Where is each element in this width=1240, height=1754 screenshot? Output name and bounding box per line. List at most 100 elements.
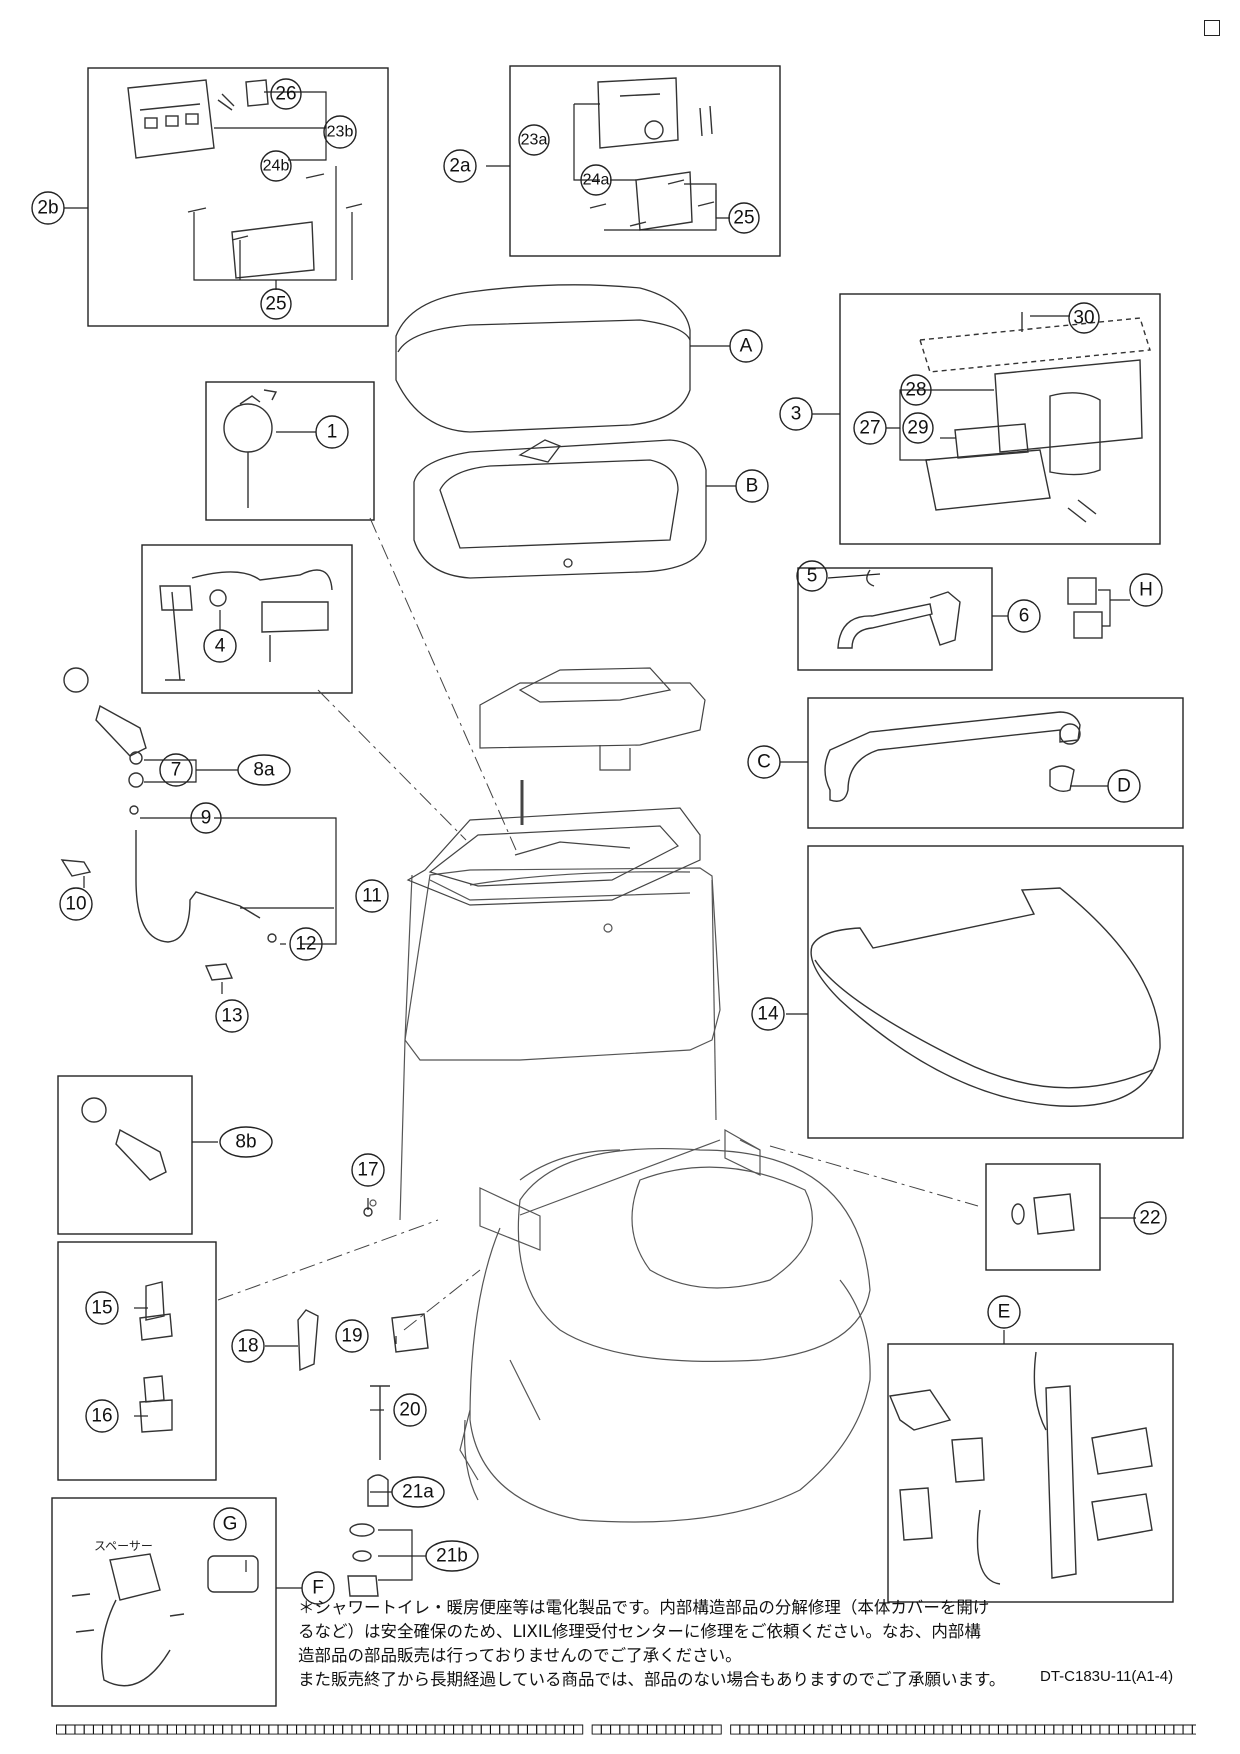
group-6-frame — [797, 567, 993, 671]
corner-checkbox — [1204, 20, 1220, 36]
group-C-frame — [807, 697, 1184, 829]
part-H-clips — [1067, 577, 1103, 639]
callout-B[interactable]: B — [735, 469, 769, 503]
callout-23b-label: 23b — [327, 124, 354, 141]
callout-29[interactable]: 29 — [902, 412, 934, 444]
callout-2a[interactable]: 2a — [443, 149, 477, 183]
callout-8a[interactable]: 8a — [237, 754, 291, 786]
callout-9[interactable]: 9 — [190, 802, 222, 834]
callout-5-label: 5 — [807, 566, 818, 587]
tank-rim — [406, 780, 701, 906]
callout-C[interactable]: C — [747, 745, 781, 779]
callout-E-label: E — [998, 1302, 1011, 1323]
callout-16[interactable]: 16 — [85, 1399, 119, 1433]
callout-23a[interactable]: 23a — [518, 124, 550, 156]
callout-28-label: 28 — [905, 380, 926, 401]
callout-18[interactable]: 18 — [231, 1329, 265, 1363]
callout-10-label: 10 — [65, 894, 86, 915]
part-3-remote — [919, 312, 1151, 523]
callout-28[interactable]: 28 — [900, 374, 932, 406]
callout-22[interactable]: 22 — [1133, 1201, 1167, 1235]
callout-1[interactable]: 1 — [315, 415, 349, 449]
callout-30-label: 30 — [1073, 308, 1094, 329]
group-4-frame — [141, 544, 353, 694]
spacer-label: スペーサー — [94, 1539, 153, 1553]
callout-24a[interactable]: 24a — [580, 164, 612, 196]
part-small-hardware — [297, 1207, 429, 1597]
callout-13[interactable]: 13 — [215, 999, 249, 1033]
callout-23a-label: 23a — [521, 132, 548, 149]
callout-H[interactable]: H — [1129, 573, 1163, 607]
group-3-frame — [839, 293, 1161, 545]
group-F-frame — [51, 1497, 277, 1707]
callout-19[interactable]: 19 — [335, 1319, 369, 1353]
callout-7-label: 7 — [171, 760, 182, 781]
callout-26-label: 26 — [275, 84, 296, 105]
part-hose-assembly — [60, 667, 277, 981]
group-14-frame — [807, 845, 1184, 1139]
tank-valve-insert — [479, 667, 706, 771]
callout-7[interactable]: 7 — [159, 753, 193, 787]
part-E-power-unit — [889, 1351, 1153, 1585]
group-1-frame — [205, 381, 375, 521]
callout-5[interactable]: 5 — [796, 560, 828, 592]
callout-13-label: 13 — [221, 1006, 242, 1027]
callout-4-label: 4 — [215, 636, 226, 657]
callout-22-label: 22 — [1139, 1208, 1160, 1229]
group-2b-frame — [87, 67, 389, 327]
callout-23b[interactable]: 23b — [323, 115, 357, 149]
callout-20-label: 20 — [399, 1400, 420, 1421]
callout-27[interactable]: 27 — [853, 411, 887, 445]
callout-A[interactable]: A — [729, 329, 763, 363]
callout-25-left[interactable]: 25 — [260, 288, 292, 320]
callout-3-label: 3 — [791, 404, 802, 425]
part-2a-panel — [589, 77, 715, 231]
part-1-float — [223, 389, 278, 508]
callout-H-label: H — [1139, 580, 1153, 601]
callout-21a[interactable]: 21a — [391, 1476, 445, 1508]
callout-15-label: 15 — [91, 1298, 112, 1319]
note-line-4: また販売終了から長期経過している商品では、部品のない場合もありますのでご了承願い… — [298, 1670, 1006, 1689]
callout-12-label: 12 — [295, 934, 316, 955]
callout-11[interactable]: 11 — [355, 879, 389, 913]
callout-14[interactable]: 14 — [751, 997, 785, 1031]
group-15-16-frame — [57, 1241, 217, 1481]
callout-26[interactable]: 26 — [270, 78, 302, 110]
callout-A-label: A — [740, 336, 753, 357]
group-2a-frame — [509, 65, 781, 257]
part-14-seat-cover — [810, 887, 1161, 1107]
callout-G-label: G — [223, 1514, 238, 1535]
callout-F[interactable]: F — [301, 1571, 335, 1605]
leader-lines — [64, 91, 1136, 1589]
part-C-handle — [824, 711, 1081, 802]
callout-1-label: 1 — [327, 422, 338, 443]
callout-17[interactable]: 17 — [351, 1153, 385, 1187]
callout-D[interactable]: D — [1107, 769, 1141, 803]
callout-6[interactable]: 6 — [1007, 599, 1041, 633]
callout-B-label: B — [746, 476, 759, 497]
callout-4[interactable]: 4 — [203, 629, 237, 663]
callout-30[interactable]: 30 — [1068, 302, 1100, 334]
callout-E[interactable]: E — [987, 1295, 1021, 1329]
callout-12[interactable]: 12 — [289, 927, 323, 961]
part-15-16-valves — [139, 1281, 173, 1433]
callout-8b[interactable]: 8b — [219, 1126, 273, 1158]
callout-2b[interactable]: 2b — [31, 191, 65, 225]
disclaimer-note: ＊シャワートイレ・暖房便座等は電化製品です。内部構造部品の分解修理（本体カバーを… — [298, 1596, 1018, 1692]
callout-24b[interactable]: 24b — [260, 150, 292, 182]
callout-21b[interactable]: 21b — [425, 1540, 479, 1572]
callout-20[interactable]: 20 — [393, 1393, 427, 1427]
callout-G[interactable]: G — [213, 1507, 247, 1541]
callout-18-label: 18 — [237, 1336, 258, 1357]
note-line-2: るなど）は安全確保のため、LIXIL修理受付センターに修理をご依頼ください。なお… — [298, 1622, 981, 1641]
callout-3[interactable]: 3 — [779, 397, 813, 431]
callout-15[interactable]: 15 — [85, 1291, 119, 1325]
note-line-3: 造部品の部品販売は行っておりませんのでご了承ください。 — [298, 1646, 742, 1665]
group-E-frame — [887, 1343, 1174, 1603]
callout-27-label: 27 — [859, 418, 880, 439]
callout-10[interactable]: 10 — [59, 887, 93, 921]
callout-2a-label: 2a — [449, 156, 471, 177]
callout-25-right[interactable]: 25 — [728, 202, 760, 234]
callout-6-label: 6 — [1019, 606, 1030, 627]
